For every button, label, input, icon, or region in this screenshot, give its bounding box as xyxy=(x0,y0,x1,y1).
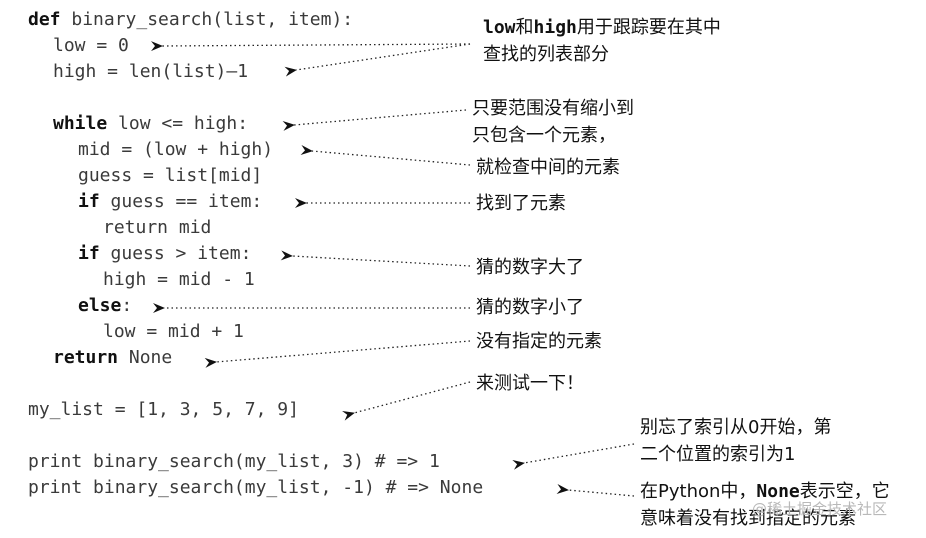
code-line-low-init: low = 0 xyxy=(53,35,129,56)
code-line-guess: guess = list[mid] xyxy=(78,165,263,186)
annotation-text: 在Python中， xyxy=(640,481,757,502)
code-text: guess == item: xyxy=(99,191,263,212)
arrow-to-mid xyxy=(300,145,471,166)
keyword-def: def xyxy=(28,9,61,30)
arrow-to-index xyxy=(512,443,635,470)
code-line-if-greater: if guess > item: xyxy=(78,244,251,264)
keyword-if: if xyxy=(78,191,100,212)
annotation-too-low: 猜的数字小了 xyxy=(476,297,584,318)
annotation-code-low: low xyxy=(483,17,516,38)
code-text: guess > item: xyxy=(99,243,252,264)
annotation-code-high: high xyxy=(533,17,577,38)
arrow-to-low xyxy=(150,41,471,52)
keyword-return: return xyxy=(53,347,119,368)
code-line-print-minus1: print binary_search(my_list, -1) # => No… xyxy=(28,477,484,498)
annotation-text: 查找的列表部分 xyxy=(483,44,609,65)
keyword-if: if xyxy=(78,243,100,264)
code-line-print-3: print binary_search(my_list, 3) # => 1 xyxy=(28,451,440,472)
arrow-to-test xyxy=(342,381,471,421)
annotation-mid: 就检查中间的元素 xyxy=(476,157,620,178)
annotation-text: 只包含一个元素， xyxy=(472,125,616,146)
watermark: @稀土掘金技术社区 xyxy=(752,500,888,518)
annotation-index: 别忘了索引从0开始，第二个位置的索引为1 xyxy=(640,414,831,468)
arrow-to-while xyxy=(282,109,467,131)
keyword-else: else xyxy=(78,295,122,316)
code-line-return-mid: return mid xyxy=(103,217,212,238)
annotation-none: 在Python中，None表示空，它意味着没有找到指定的元素 xyxy=(640,478,890,532)
annotation-found: 找到了元素 xyxy=(476,193,566,214)
annotation-text: 别忘了索引从0开始，第 xyxy=(640,417,832,438)
code-text: None xyxy=(118,347,173,368)
code-line-while: while low <= high: xyxy=(53,114,248,134)
annotation-text: 用于跟踪要在其中 xyxy=(576,17,721,38)
annotation-low-high: low和high用于跟踪要在其中查找的列表部分 xyxy=(483,14,721,68)
code-line-low-update: low = mid + 1 xyxy=(103,321,244,342)
code-text: : xyxy=(121,295,133,316)
annotation-text: 二个位置的索引为1 xyxy=(640,444,796,465)
code-line-high-update: high = mid - 1 xyxy=(103,269,255,290)
code-line-if-equal: if guess == item: xyxy=(78,192,262,212)
arrow-to-none xyxy=(556,484,635,497)
code-line-return-none: return None xyxy=(53,348,172,368)
arrow-to-too-high xyxy=(280,250,471,267)
annotation-test: 来测试一下！ xyxy=(476,373,584,394)
arrow-to-high xyxy=(284,43,471,77)
code-line-def: def binary_search(list, item): xyxy=(28,10,353,30)
arrow-to-not-found xyxy=(204,340,471,368)
code-text: binary_search(list, item): xyxy=(60,9,354,30)
annotation-text: 意味着没有找到指定的元素 xyxy=(640,508,856,529)
keyword-while: while xyxy=(53,113,108,134)
code-line-my-list: my_list = [1, 3, 5, 7, 9] xyxy=(28,399,299,420)
annotation-too-high: 猜的数字大了 xyxy=(476,257,584,278)
code-line-mid: mid = (low + high) xyxy=(78,139,274,160)
code-line-else: else: xyxy=(78,296,132,316)
code-text: low <= high: xyxy=(107,113,249,134)
annotation-not-found: 没有指定的元素 xyxy=(476,331,602,352)
annotation-text: 表示空，它 xyxy=(799,481,890,502)
annotation-text: 和 xyxy=(515,17,534,38)
annotation-text: 只要范围没有缩小到 xyxy=(472,98,634,119)
code-line-high-init: high = len(list)—1 xyxy=(53,61,249,82)
annotation-while: 只要范围没有缩小到只包含一个元素， xyxy=(472,95,634,149)
annotation-code-none: None xyxy=(756,481,800,502)
